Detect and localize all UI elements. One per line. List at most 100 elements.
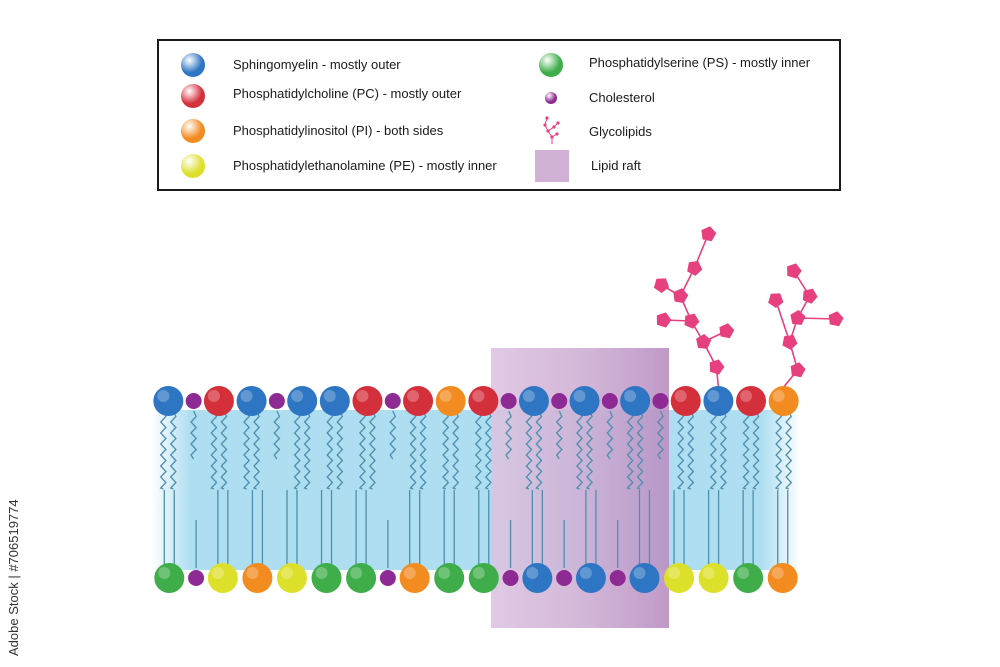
sugar-residue bbox=[787, 263, 802, 279]
sugar-residue bbox=[790, 310, 806, 325]
sugar-residue bbox=[828, 311, 844, 327]
sugar-residue bbox=[709, 359, 725, 375]
sphingomyelin-head bbox=[518, 386, 549, 416]
sugar-residue bbox=[782, 335, 798, 350]
ps-head-shine bbox=[472, 567, 485, 579]
fatty-acid-tail bbox=[210, 410, 218, 490]
pi-head bbox=[435, 386, 466, 416]
fatty-acid-tail bbox=[190, 410, 198, 460]
pc-head bbox=[468, 386, 499, 416]
cholesterol-head bbox=[384, 393, 401, 409]
ps-head bbox=[733, 563, 764, 593]
sugar-residue bbox=[719, 323, 735, 339]
sugar-residue bbox=[790, 362, 806, 378]
sphingomyelin-head-shine bbox=[157, 390, 170, 402]
sphingomyelin-head-shine bbox=[633, 567, 646, 579]
pc-swatch bbox=[181, 84, 205, 108]
pe-head bbox=[207, 563, 238, 593]
pi-head-shine bbox=[439, 390, 452, 402]
sugar-residue bbox=[684, 313, 700, 329]
ps-head bbox=[434, 563, 465, 593]
sugar-residue bbox=[802, 288, 818, 304]
cholesterol-head bbox=[609, 570, 626, 586]
sphingomyelin-head-shine bbox=[573, 390, 586, 402]
ps-head bbox=[346, 563, 377, 593]
legend-box: Sphingomyelin - mostly outer Phosphatidy… bbox=[157, 39, 841, 191]
sugar-residue bbox=[653, 278, 670, 293]
sphingomyelin-head bbox=[575, 563, 606, 593]
legend-label: Phosphatidylinositol (PI) - both sides bbox=[233, 123, 444, 138]
sphingomyelin-head bbox=[703, 386, 734, 416]
legend-label: Sphingomyelin - mostly outer bbox=[233, 57, 401, 72]
glycolipid-chains bbox=[653, 226, 844, 388]
fatty-acid-tail bbox=[585, 410, 594, 490]
legend-label: Phosphatidylcholine (PC) - mostly outer bbox=[233, 86, 462, 101]
fatty-acid-tail bbox=[709, 410, 717, 490]
sphingomyelin-head-shine bbox=[240, 390, 253, 402]
sphingomyelin-head-shine bbox=[323, 390, 336, 402]
fatty-acid-tail bbox=[220, 410, 228, 490]
fatty-acid-tail bbox=[742, 410, 750, 490]
ps-head-shine bbox=[438, 567, 451, 579]
fatty-acid-tail bbox=[303, 410, 311, 490]
pe-swatch bbox=[181, 154, 205, 178]
ps-head bbox=[154, 563, 185, 593]
pe-head-shine bbox=[211, 567, 224, 579]
pc-head-shine bbox=[207, 390, 220, 402]
cholesterol-head bbox=[551, 393, 568, 409]
sugar-residue bbox=[701, 226, 717, 242]
cholesterol-head bbox=[268, 393, 285, 409]
pe-head bbox=[664, 563, 695, 593]
pe-head bbox=[698, 563, 729, 593]
sphingomyelin-head-shine bbox=[624, 390, 637, 402]
fatty-acid-tail bbox=[784, 410, 793, 490]
sphingomyelin-head bbox=[319, 386, 350, 416]
sugar-residue bbox=[673, 288, 689, 304]
fatty-acid-tail bbox=[555, 410, 563, 460]
ps-head-shine bbox=[315, 567, 328, 579]
fatty-acid-tail bbox=[752, 410, 760, 490]
sphingomyelin-head bbox=[153, 386, 184, 416]
fatty-acid-tail bbox=[368, 410, 376, 490]
sphingomyelin-head bbox=[620, 386, 651, 416]
pc-head bbox=[203, 386, 234, 416]
sphingomyelin-head bbox=[569, 386, 600, 416]
fatty-acid-tail bbox=[474, 410, 482, 490]
sugar-residue bbox=[656, 312, 672, 328]
pe-head-shine bbox=[280, 567, 293, 579]
fatty-acid-tail bbox=[389, 410, 397, 460]
pi-head-shine bbox=[771, 567, 784, 579]
fatty-acid-tail bbox=[451, 410, 460, 490]
fatty-acid-tail bbox=[656, 410, 664, 460]
ps-head-shine bbox=[350, 567, 363, 579]
fatty-acid-tail bbox=[252, 410, 261, 490]
ps-head bbox=[311, 563, 342, 593]
fatty-acid-tails bbox=[159, 410, 793, 568]
fatty-acid-tail bbox=[242, 410, 251, 490]
pc-head bbox=[352, 386, 383, 416]
pc-head bbox=[736, 386, 767, 416]
cholesterol-head bbox=[500, 393, 517, 409]
sphingomyelin-head bbox=[287, 386, 318, 416]
pi-head bbox=[768, 386, 799, 416]
fatty-acid-tail bbox=[687, 410, 695, 490]
cholesterol-head bbox=[185, 393, 202, 409]
sphingomyelin-head bbox=[236, 386, 267, 416]
legend-label: Glycolipids bbox=[589, 124, 652, 139]
pc-head bbox=[670, 386, 701, 416]
pc-head-shine bbox=[407, 390, 420, 402]
raft-swatch bbox=[535, 150, 569, 182]
inner-leaflet bbox=[154, 563, 798, 593]
cholesterol-head bbox=[379, 570, 396, 586]
fatty-acid-tail bbox=[409, 410, 417, 490]
sugar-residue bbox=[687, 261, 703, 276]
fatty-acid-tail bbox=[636, 410, 644, 490]
fatty-acid-tail bbox=[336, 410, 344, 490]
fatty-acid-tail bbox=[606, 410, 614, 460]
pc-head-shine bbox=[356, 390, 369, 402]
fatty-acid-tail bbox=[575, 410, 584, 490]
pe-head-shine bbox=[702, 567, 715, 579]
sphingomyelin-head bbox=[522, 563, 553, 593]
fatty-acid-tail bbox=[774, 410, 783, 490]
